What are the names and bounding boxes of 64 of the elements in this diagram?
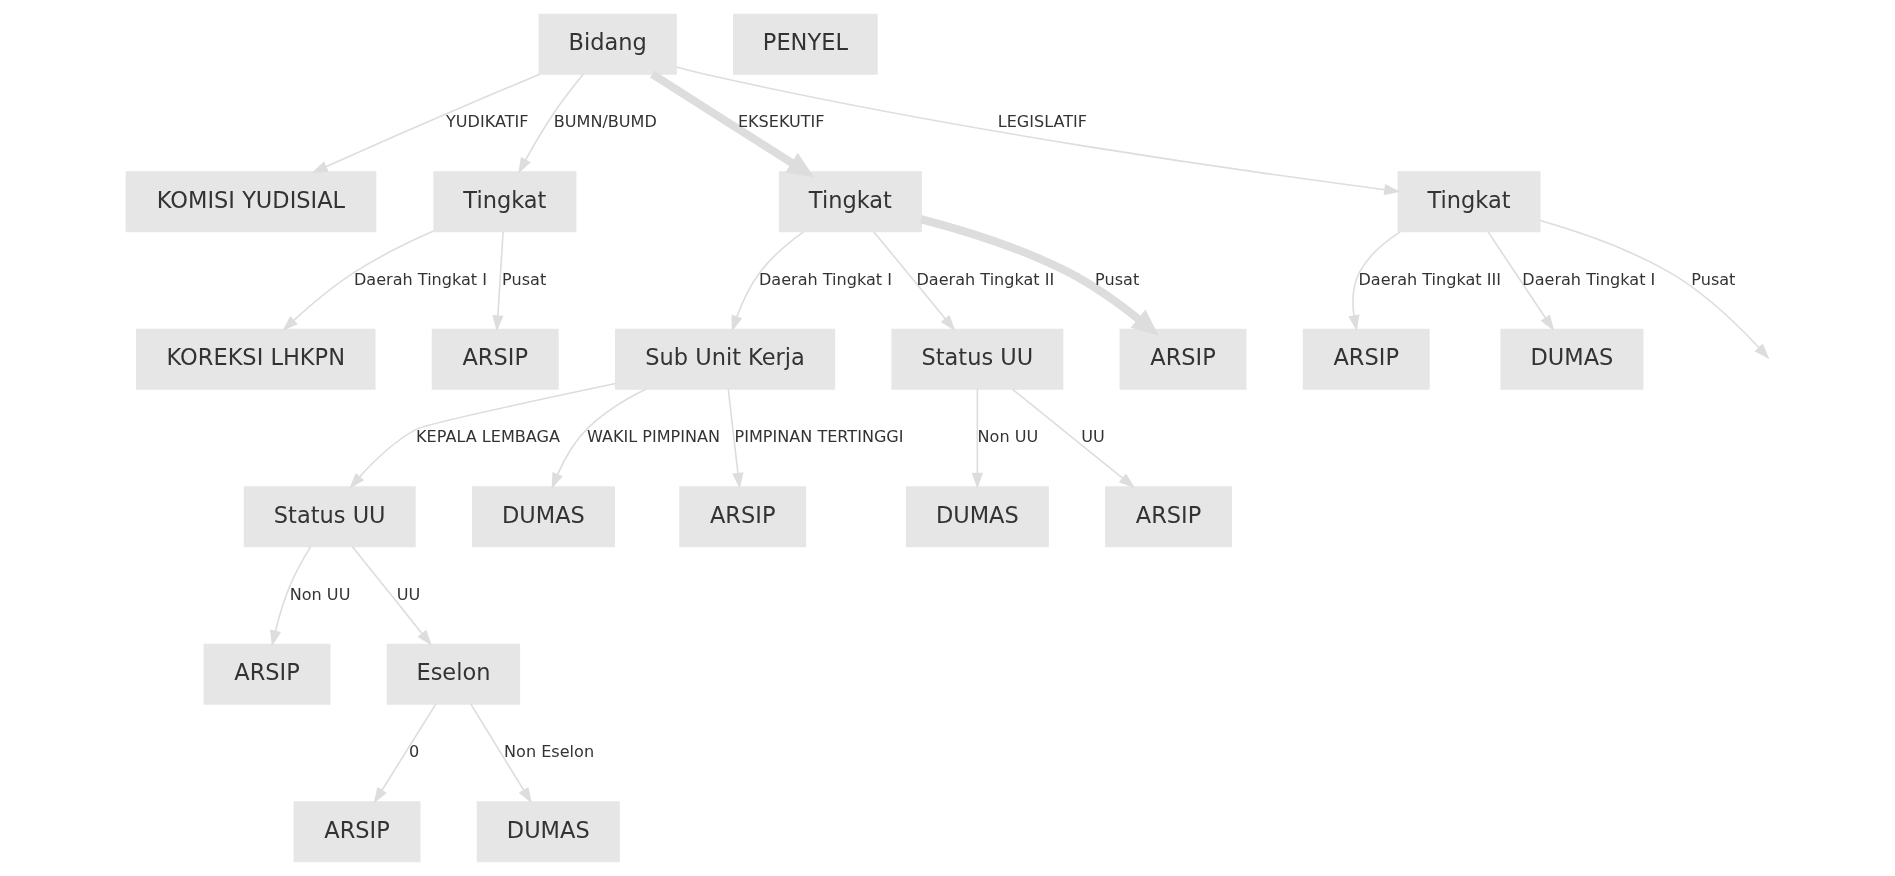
edge-label: Daerah Tingkat III (1358, 269, 1501, 289)
arrow (675, 66, 1401, 196)
edge-label: EKSEKUTIF (737, 112, 825, 132)
node-box: DUMAS (476, 801, 620, 863)
edge-label: Non UU (977, 427, 1039, 447)
edge-label: Daerah Tingkat I (758, 269, 892, 289)
node-box: Sub Unit Kerja (614, 328, 836, 390)
node-box: ARSIP (1302, 328, 1430, 390)
arrow (1487, 230, 1555, 332)
node-box: KOMISI YUDISIAL (125, 171, 377, 233)
edge-label: Pusat (1691, 269, 1736, 289)
edge-label: Pusat (502, 269, 547, 289)
arrow (270, 545, 312, 647)
arrow (731, 230, 805, 332)
node-box: Tingkat (778, 171, 922, 233)
edge-label: YUDIKATIF (445, 112, 529, 132)
arrow (1348, 231, 1402, 332)
node-box: Status UU (243, 486, 416, 548)
node-box: ARSIP (1105, 486, 1233, 548)
arrow (311, 73, 541, 173)
node-box: Bidang (538, 13, 677, 75)
arrow (492, 230, 504, 332)
node-box: ARSIP (679, 486, 807, 548)
node-box: Eselon (386, 643, 521, 705)
node-box: PENYEL (733, 13, 878, 75)
edge-label: UU (1081, 427, 1105, 447)
edge-label: BUMN/BUMD (553, 112, 657, 132)
arrow (1539, 219, 1770, 360)
arrow (650, 70, 815, 178)
edge-label: 0 (408, 741, 420, 761)
node-box: ARSIP (431, 328, 559, 390)
node-box: Status UU (891, 328, 1064, 390)
arrow (1011, 388, 1135, 489)
node-box: DUMAS (471, 486, 615, 548)
arrow (920, 215, 1159, 336)
arrow (373, 703, 437, 804)
node-box: ARSIP (203, 643, 331, 705)
arrow (349, 382, 617, 489)
edge-label: PIMPINAN TERTINGGI (734, 427, 904, 447)
edge-label: Daerah Tingkat I (1522, 269, 1656, 289)
edge-label: UU (396, 584, 421, 604)
edge-label: WAKIL PIMPINAN (587, 427, 721, 447)
edge-label: Non UU (289, 584, 351, 604)
node-box: DUMAS (1500, 328, 1644, 390)
edge-label: Non Eselon (504, 741, 595, 761)
arrow (872, 230, 956, 331)
node-box: Tingkat (433, 171, 577, 233)
edge-label: Daerah Tingkat I (354, 269, 488, 289)
arrow (551, 388, 648, 489)
edge-label: LEGISLATIF (997, 112, 1088, 132)
node-box: DUMAS (905, 486, 1049, 548)
node-box: Tingkat (1397, 171, 1541, 233)
arrow (727, 388, 744, 489)
node-box: ARSIP (1119, 328, 1247, 390)
edge-label: KEPALA LEMBAGA (416, 427, 560, 447)
node-box: ARSIP (293, 801, 421, 863)
arrow (518, 73, 585, 174)
arrow (351, 545, 432, 646)
arrow (470, 703, 532, 804)
node-box: KOREKSI LHKPN (136, 328, 376, 390)
edge-label: Daerah Tingkat II (916, 269, 1055, 289)
edge-label: Pusat (1095, 269, 1140, 289)
arrow (282, 230, 435, 331)
arrow (971, 388, 983, 489)
